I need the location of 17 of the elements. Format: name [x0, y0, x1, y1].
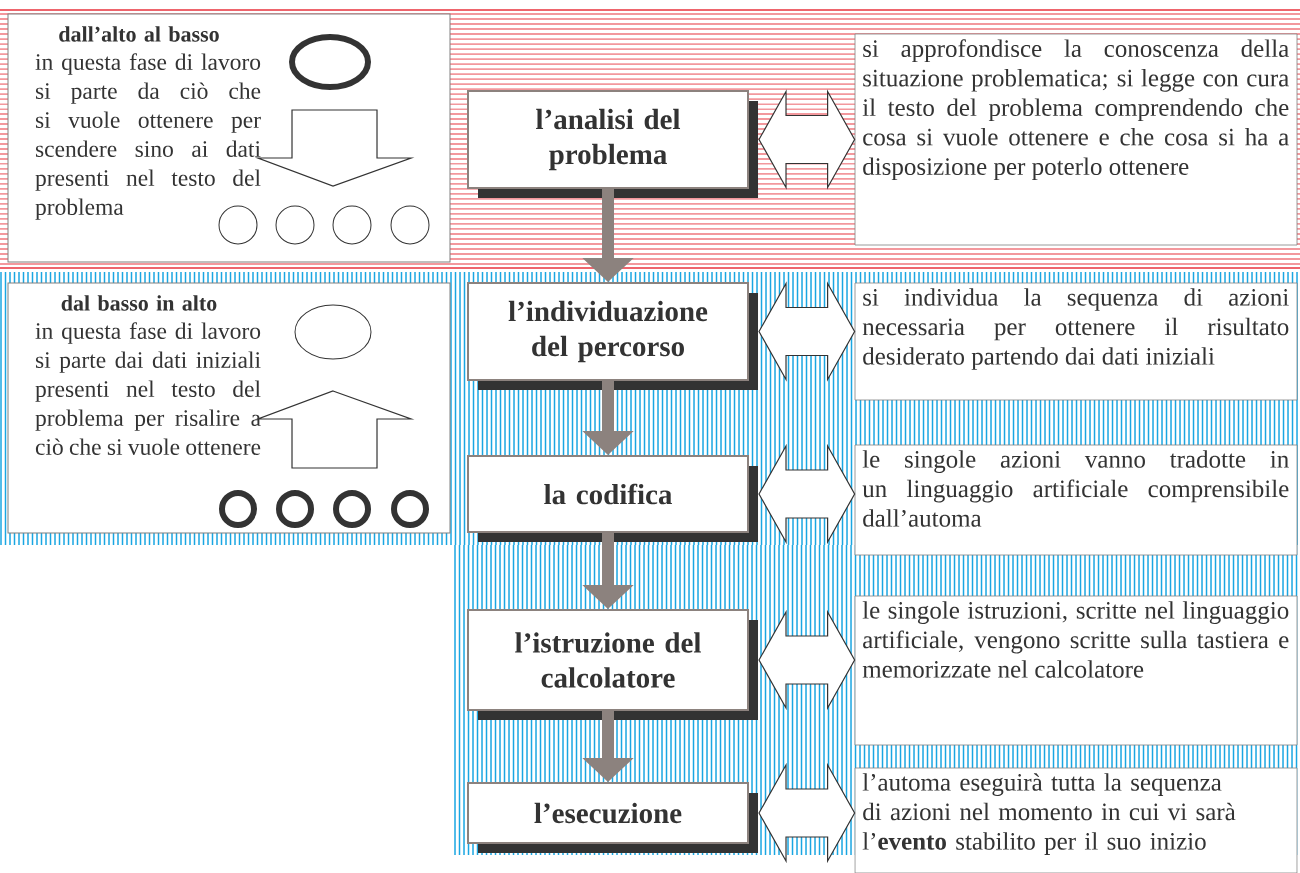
- explanation-box: dal basso in alto in questa fase di lavoro si parte dai dati iniziali presenti nel testo del problema per risalire a ciò che si vuole ottenere: [7, 282, 451, 534]
- step-box: l’analisi del problema: [467, 90, 758, 198]
- step-box: l’esecuzione: [467, 782, 758, 853]
- double-arrow: [758, 89, 856, 190]
- description-box: si approfondisce la conoscenza della situazione problematica; si legge con cura il testo del problema comprendendo che cosa si vuole ottenere e che cosa si ha a disposizione per poterlo ottenere: [854, 33, 1298, 246]
- step-box: la codifica: [467, 455, 758, 542]
- step-box: l’individuazione del percorso: [467, 282, 758, 390]
- description-box: le singole azioni vanno tradotte in un linguaggio artificiale comprensibile dall’automa: [854, 444, 1298, 556]
- step-box: l’istruzione del calcolatore: [467, 609, 758, 720]
- explanation-box: dall’alto al basso in questa fase di lavoro si parte da ciò che si vuole ottenere per scendere sino ai dati presenti nel testo del problema: [7, 13, 451, 263]
- description-box: le singole istruzioni, scritte nel linguaggio artificiale, vengono scritte sulla tastiera e memorizzate nel calcolatore: [854, 595, 1298, 746]
- double-arrow: [758, 762, 856, 864]
- double-arrow: [758, 281, 856, 382]
- description-box: si individua la sequenza di azioni necessaria per ottenere il risultato desiderato partendo dai dati iniziali: [854, 282, 1298, 401]
- double-arrow: [758, 443, 856, 545]
- description-box: l’automa eseguirà tutta la sequenza di azioni nel momento in cui vi sarà l’evento stabilito per il suo inizio: [854, 767, 1298, 873]
- double-arrow: [758, 609, 856, 711]
